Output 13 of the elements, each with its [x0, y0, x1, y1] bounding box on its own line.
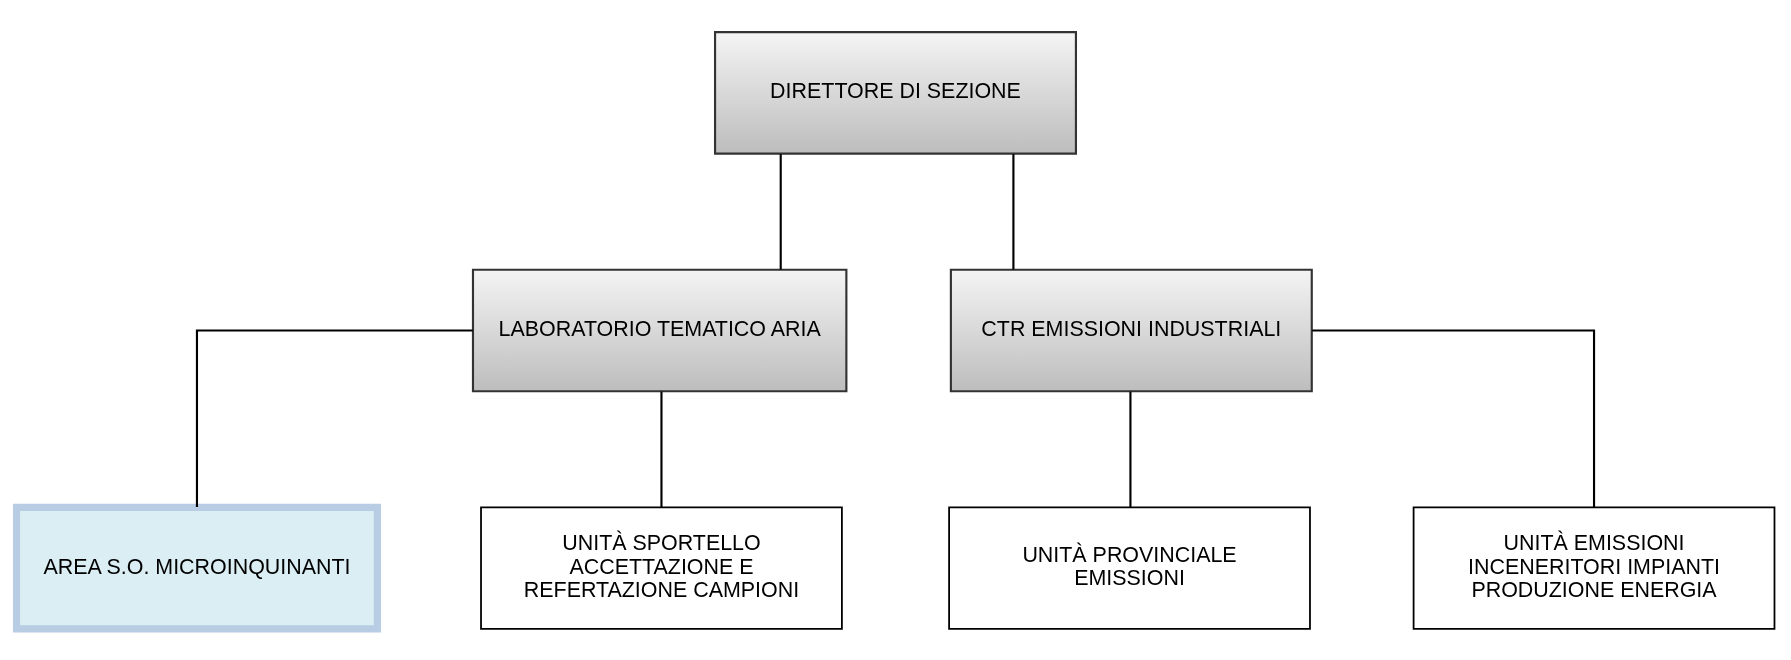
connector [1012, 153, 1015, 270]
connector [1312, 328, 1596, 507]
connector [660, 391, 663, 507]
node-box: UNITÀ EMISSIONI INCENERITORI IMPIANTI PRODUZIONE ENERGIA [1412, 505, 1776, 630]
node-box: LABORATORIO TEMATICO ARIA [471, 268, 848, 392]
node-box: UNITÀ SPORTELLO ACCETTAZIONE E REFERTAZIONE CAMPIONI [480, 505, 843, 630]
node-box: DIRETTORE DI SEZIONE [714, 30, 1077, 155]
node-box: AREA S.O. MICROINQUINANTI [12, 503, 381, 632]
connector [1129, 391, 1132, 507]
connector [779, 153, 782, 270]
connector [195, 328, 473, 507]
node-box: UNITÀ PROVINCIALE EMISSIONI [948, 505, 1311, 630]
node-box: CTR EMISSIONI INDUSTRIALI [949, 268, 1313, 392]
